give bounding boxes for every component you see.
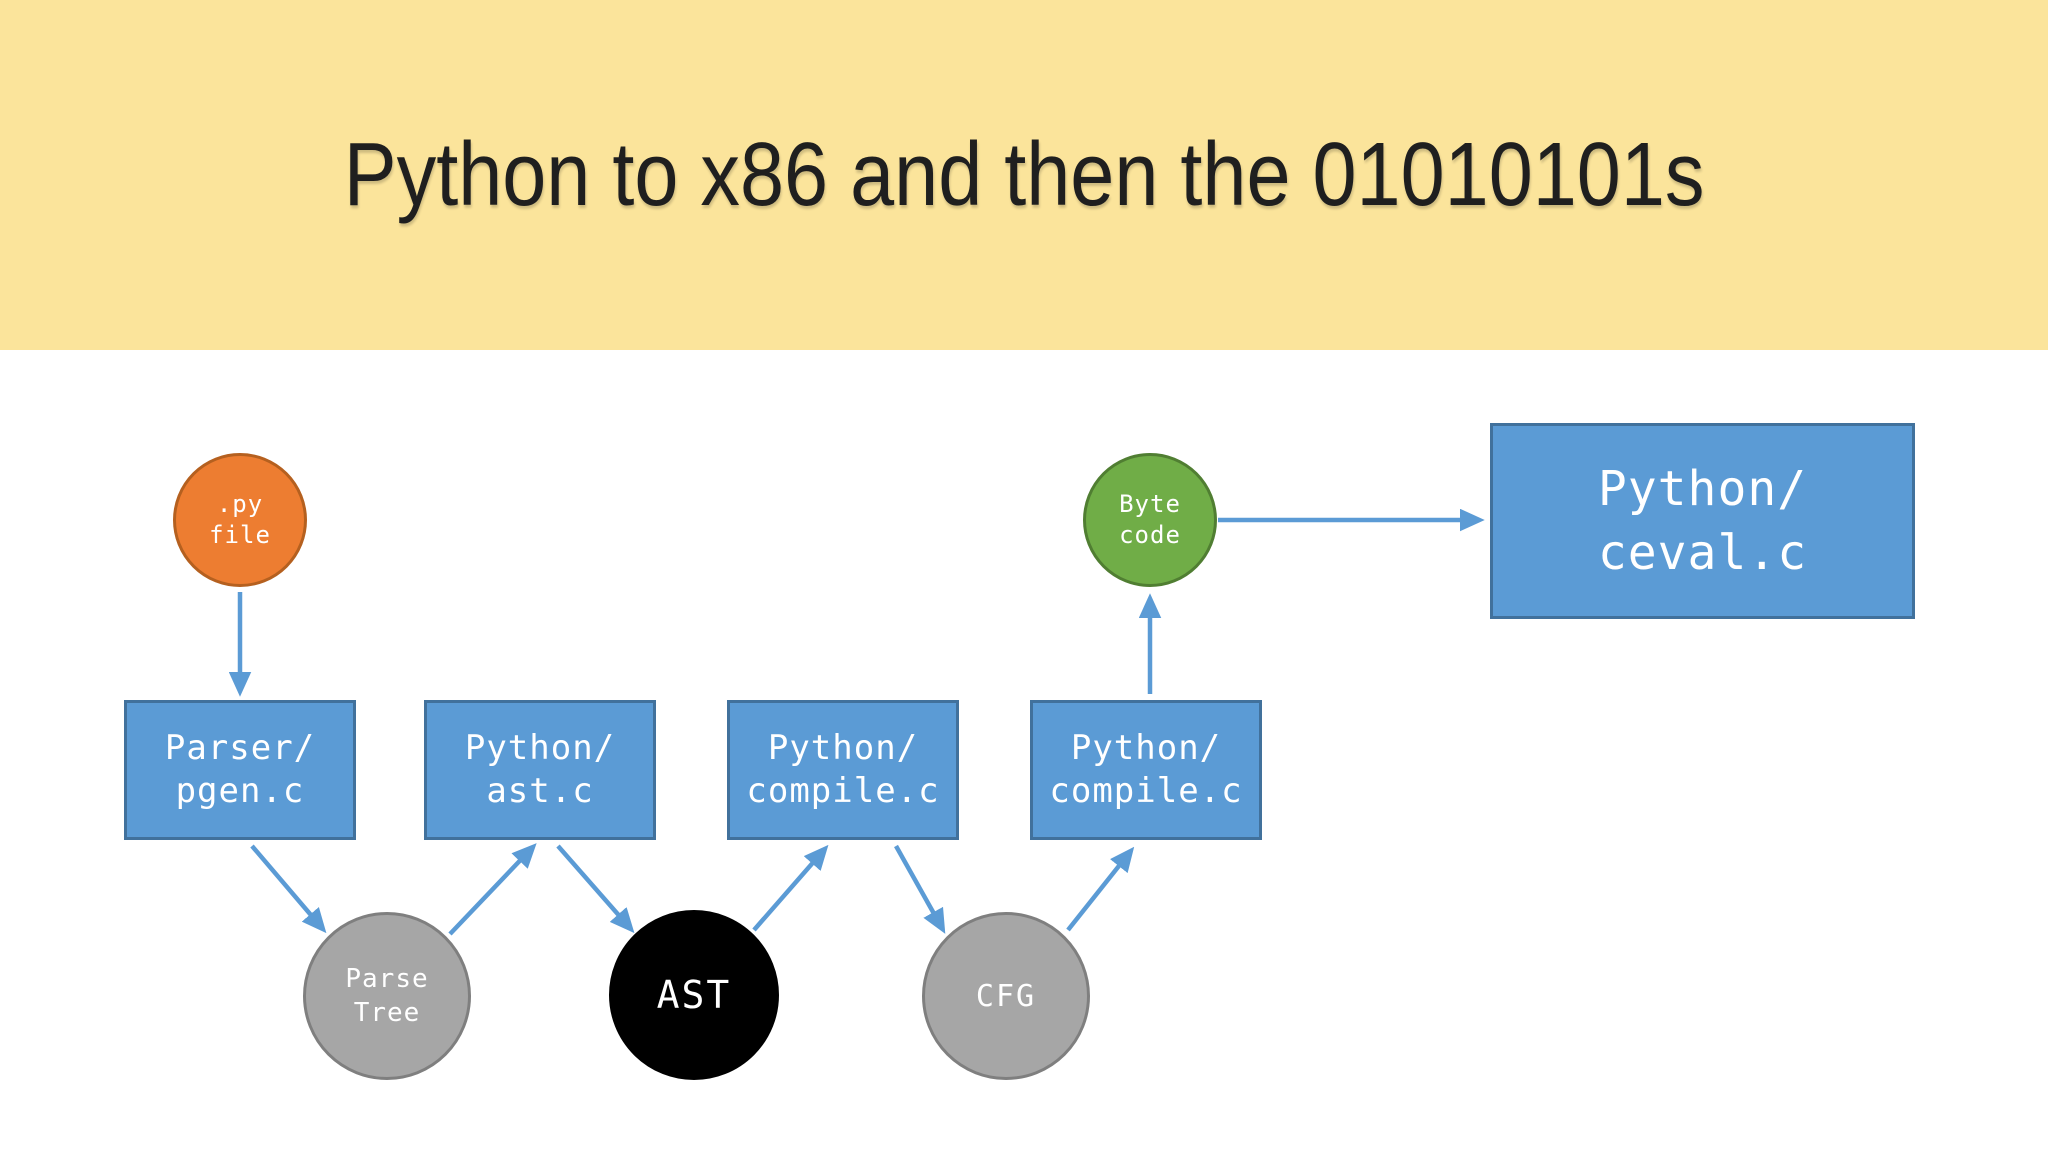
node-python-compile-2-label: Python/ compile.c: [1049, 728, 1243, 811]
arrow-compile1-to-cfg: [894, 844, 946, 934]
node-python-compile-2: Python/ compile.c: [1030, 700, 1262, 840]
arrow-pgen-to-parsetree: [250, 844, 327, 934]
node-parse-tree-label: Parse Tree: [345, 964, 429, 1028]
arrow-parsetree-to-astc: [448, 843, 537, 936]
node-byte-code: Byte code: [1083, 453, 1217, 587]
node-parser-pgen: Parser/ pgen.c: [124, 700, 356, 840]
node-byte-code-label: Byte code: [1119, 490, 1181, 549]
node-cfg-label: CFG: [975, 978, 1037, 1014]
node-python-compile-1: Python/ compile.c: [727, 700, 959, 840]
arrow-cfg-to-compile2: [1066, 846, 1135, 932]
node-python-ceval-label: Python/ ceval.c: [1597, 461, 1808, 581]
node-ast: AST: [609, 910, 779, 1080]
node-ast-label: AST: [656, 973, 732, 1017]
node-python-ast-label: Python/ ast.c: [464, 728, 616, 811]
slide-title: Python to x86 and then the 01010101s: [343, 124, 1705, 225]
node-py-file-label: .py file: [209, 490, 271, 549]
node-cfg: CFG: [922, 912, 1090, 1080]
node-py-file: .py file: [173, 453, 307, 587]
arrow-ast-to-compile1: [752, 844, 829, 932]
node-parse-tree: Parse Tree: [303, 912, 471, 1080]
node-python-compile-1-label: Python/ compile.c: [746, 728, 940, 811]
node-parser-pgen-label: Parser/ pgen.c: [164, 728, 316, 811]
arrow-astc-to-ast: [556, 844, 635, 934]
node-python-ast: Python/ ast.c: [424, 700, 656, 840]
node-python-ceval: Python/ ceval.c: [1490, 423, 1915, 619]
title-banner: Python to x86 and then the 01010101s: [0, 0, 2048, 350]
